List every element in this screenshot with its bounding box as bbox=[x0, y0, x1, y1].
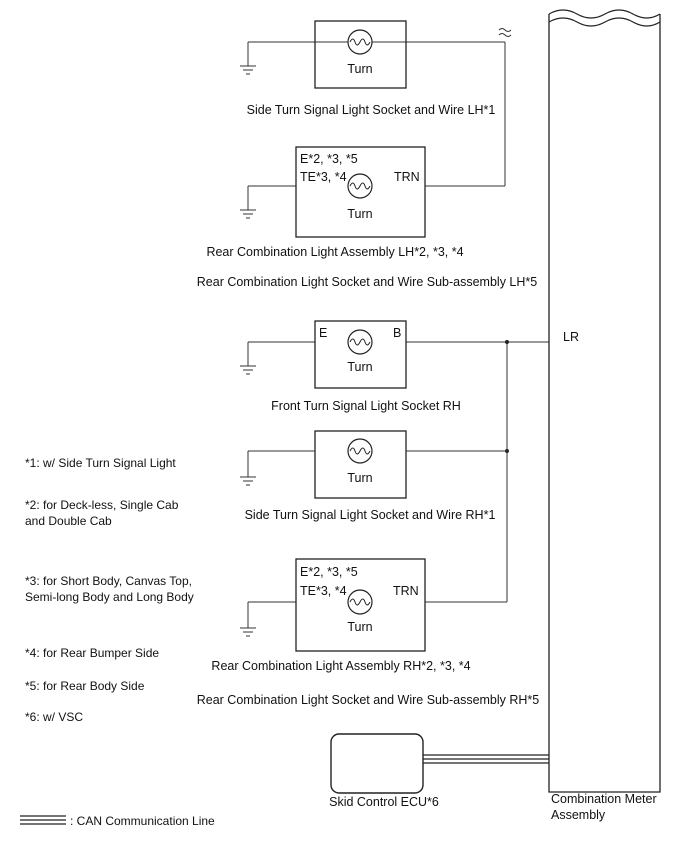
combination-meter-caption-1: Combination Meter bbox=[551, 792, 657, 806]
pin-e-label: E*2, *3, *5 bbox=[300, 152, 358, 166]
ground-symbol bbox=[240, 365, 256, 375]
rear-comb-rh-caption-1: Rear Combination Light Assembly RH*2, *3… bbox=[211, 659, 470, 673]
pin-te-label: TE*3, *4 bbox=[300, 170, 347, 184]
rear-comb-lh-caption-1: Rear Combination Light Assembly LH*2, *3… bbox=[206, 245, 463, 259]
pin-te-label: TE*3, *4 bbox=[300, 584, 347, 598]
footnotes: *1: w/ Side Turn Signal Light *2: for De… bbox=[25, 456, 194, 724]
rear-comb-rh-caption-2: Rear Combination Light Socket and Wire S… bbox=[197, 693, 540, 707]
turn-label: Turn bbox=[347, 620, 372, 634]
bulb-icon bbox=[347, 438, 373, 464]
skid-ecu-box bbox=[330, 733, 424, 794]
turn-label: Turn bbox=[347, 62, 372, 76]
note-2b: and Double Cab bbox=[25, 514, 112, 528]
legend: : CAN Communication Line bbox=[20, 814, 215, 828]
ground-symbol bbox=[240, 627, 256, 637]
note-1: *1: w/ Side Turn Signal Light bbox=[25, 456, 176, 470]
side-turn-signal-lh: Turn Side Turn Signal Light Socket and W… bbox=[240, 20, 505, 117]
front-turn-rh-caption: Front Turn Signal Light Socket RH bbox=[271, 399, 461, 413]
turn-label: Turn bbox=[347, 360, 372, 374]
junction-dot bbox=[505, 340, 509, 344]
front-turn-signal-rh: E B Turn Front Turn Signal Light Socket … bbox=[240, 320, 461, 413]
pin-trn-label: TRN bbox=[394, 170, 420, 184]
skid-control-ecu: Skid Control ECU*6 bbox=[329, 733, 549, 809]
rear-combination-light-rh: E*2, *3, *5 TE*3, *4 TRN Turn Rear Combi… bbox=[197, 558, 540, 707]
combination-meter-caption-2: Assembly bbox=[551, 808, 606, 822]
side-turn-lh-caption: Side Turn Signal Light Socket and Wire L… bbox=[247, 103, 496, 117]
ground-symbol bbox=[240, 476, 256, 486]
bulb-icon bbox=[347, 29, 373, 55]
pin-e-label: E*2, *3, *5 bbox=[300, 565, 358, 579]
wire-break-mark bbox=[498, 28, 512, 32]
note-6: *6: w/ VSC bbox=[25, 710, 83, 724]
can-line-legend-icon bbox=[20, 815, 66, 825]
ground-symbol bbox=[240, 209, 256, 219]
pin-lr-label: LR bbox=[563, 330, 579, 344]
turn-label: Turn bbox=[347, 207, 372, 221]
note-5: *5: for Rear Body Side bbox=[25, 679, 145, 693]
bulb-icon bbox=[347, 173, 373, 199]
note-2a: *2: for Deck-less, Single Cab bbox=[25, 498, 179, 512]
rear-combination-light-lh: E*2, *3, *5 TE*3, *4 TRN Turn Rear Combi… bbox=[197, 146, 537, 289]
pin-trn-label: TRN bbox=[393, 584, 419, 598]
can-line-legend-label: : CAN Communication Line bbox=[70, 814, 215, 828]
turn-label: Turn bbox=[347, 471, 372, 485]
combination-meter-assembly: LR Combination Meter Assembly bbox=[548, 9, 661, 822]
bulb-icon bbox=[347, 329, 373, 355]
note-3a: *3: for Short Body, Canvas Top, bbox=[25, 574, 192, 588]
pin-b-label: B bbox=[393, 326, 401, 340]
ground-symbol bbox=[240, 65, 256, 75]
skid-ecu-caption: Skid Control ECU*6 bbox=[329, 795, 439, 809]
rear-comb-lh-caption-2: Rear Combination Light Socket and Wire S… bbox=[197, 275, 537, 289]
note-4: *4: for Rear Bumper Side bbox=[25, 646, 159, 660]
note-3b: Semi-long Body and Long Body bbox=[25, 590, 194, 604]
side-turn-signal-rh: Turn Side Turn Signal Light Socket and W… bbox=[240, 430, 507, 522]
bulb-icon bbox=[347, 589, 373, 615]
side-turn-rh-caption: Side Turn Signal Light Socket and Wire R… bbox=[245, 508, 496, 522]
pin-e-label: E bbox=[319, 326, 327, 340]
can-bus-wire bbox=[423, 754, 549, 764]
